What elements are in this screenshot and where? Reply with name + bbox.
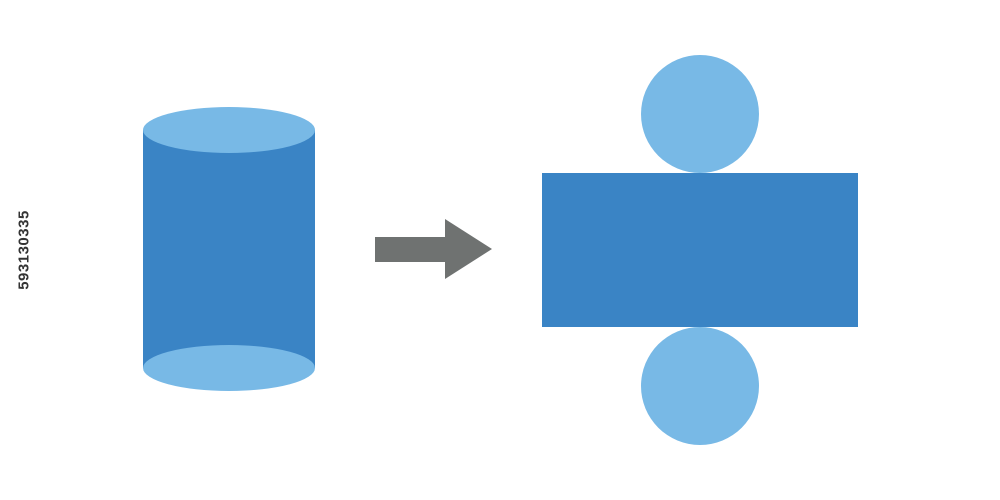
net-rectangle bbox=[542, 173, 858, 327]
cylinder-body bbox=[143, 130, 315, 368]
arrow-right-icon bbox=[375, 219, 492, 279]
arrow-shape bbox=[375, 219, 492, 279]
stock-id-text: 593130335 bbox=[15, 210, 33, 290]
net-bottom-circle bbox=[641, 327, 759, 445]
cylinder-top-face bbox=[143, 107, 315, 153]
net-top-circle bbox=[641, 55, 759, 173]
cylinder-bottom-face bbox=[143, 345, 315, 391]
cylinder bbox=[143, 107, 315, 391]
cylinder-net bbox=[542, 55, 858, 445]
